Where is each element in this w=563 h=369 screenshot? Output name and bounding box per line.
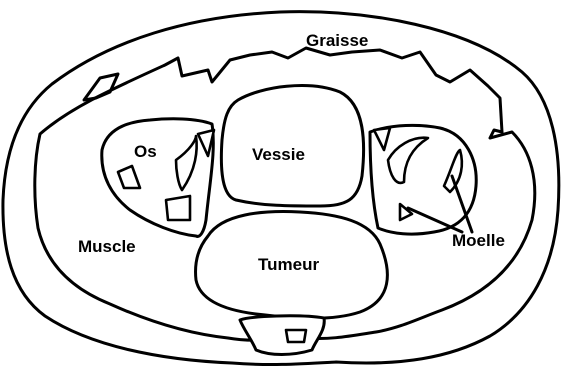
label-os: Os: [134, 142, 157, 161]
label-tumeur: Tumeur: [258, 255, 319, 274]
label-moelle: Moelle: [452, 231, 505, 250]
left-marrow-2: [166, 196, 190, 220]
label-vessie: Vessie: [252, 145, 305, 164]
fat-notch-left: [84, 74, 118, 100]
spinal-canal: [286, 330, 306, 342]
label-graisse: Graisse: [306, 31, 368, 50]
label-muscle: Muscle: [78, 237, 136, 256]
spine: [240, 316, 324, 355]
